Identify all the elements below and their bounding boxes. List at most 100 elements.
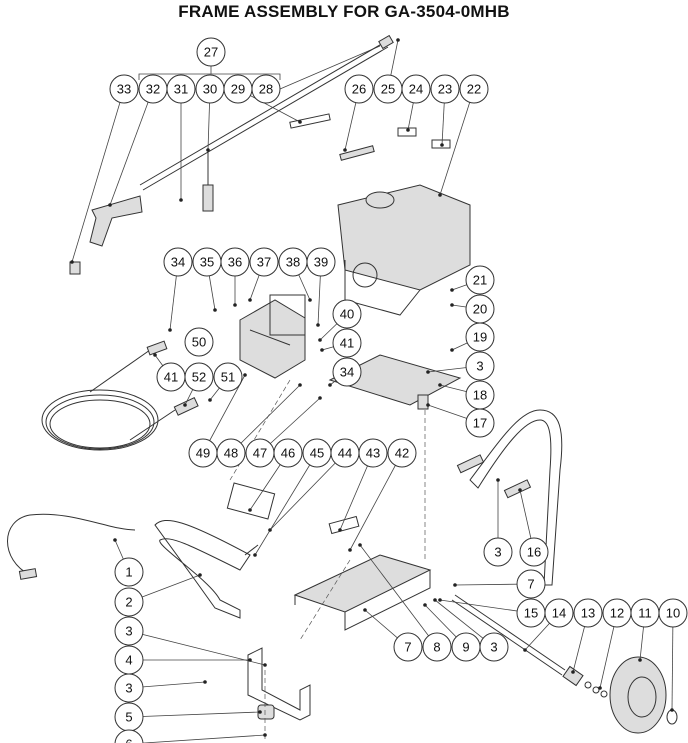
leader-dot [316, 323, 320, 327]
leader-dot [258, 710, 262, 714]
callout-circle [344, 74, 374, 104]
callout-number: 24 [409, 82, 423, 97]
callout-circle [109, 74, 139, 104]
callout-number: 28 [259, 82, 273, 97]
callout-33: 33 [109, 74, 139, 104]
callout-14: 14 [544, 598, 574, 628]
leader-dot [263, 663, 267, 667]
callout-number: 41 [164, 370, 178, 385]
callout-circle [114, 587, 144, 617]
callout-circle [387, 438, 417, 468]
callout-number: 4 [125, 653, 132, 668]
callout-2: 2 [114, 587, 144, 617]
callout-circle [184, 362, 214, 392]
leader-dot [233, 303, 237, 307]
callout-18: 18 [465, 380, 495, 410]
leader-dot [426, 403, 430, 407]
callout-number: 37 [257, 255, 271, 270]
leader-dot [328, 383, 332, 387]
callout-49: 49 [188, 438, 218, 468]
callout-number: 20 [473, 302, 487, 317]
leader-line [439, 88, 475, 196]
callout-number: 51 [221, 370, 235, 385]
leader-dot [450, 303, 454, 307]
callout-number: 3 [125, 624, 132, 639]
callout-23: 23 [430, 74, 460, 104]
callout-circle [465, 265, 495, 295]
engine-plate [328, 354, 462, 410]
leader-dot [308, 298, 312, 302]
callout-number: 18 [473, 388, 487, 403]
callout-3: 3 [114, 673, 144, 703]
leader-dot [153, 353, 157, 357]
leader-dot [108, 203, 112, 207]
callout-13: 13 [573, 598, 603, 628]
callout-5: 5 [114, 702, 144, 732]
callout-circle [114, 729, 144, 743]
spray-gun [89, 195, 143, 247]
leader-dot [268, 528, 272, 532]
callout-10: 10 [658, 598, 688, 628]
callout-number: 40 [340, 307, 354, 322]
leader-dot [438, 383, 442, 387]
callout-circle [465, 408, 495, 438]
callout-34: 34 [332, 357, 362, 387]
leader-dot [298, 120, 302, 124]
callout-39: 39 [306, 247, 336, 277]
callout-29: 29 [223, 74, 253, 104]
callout-4: 4 [114, 645, 144, 675]
callout-circle [459, 74, 489, 104]
leader-dot [453, 583, 457, 587]
bypass-hose [7, 513, 136, 580]
leader-dot [248, 508, 252, 512]
callout-9: 9 [451, 632, 481, 662]
callout-number: 11 [638, 606, 652, 621]
leader-dot [198, 573, 202, 577]
callout-27: 27 [196, 37, 226, 67]
callout-32: 32 [138, 74, 168, 104]
callout-circle [114, 616, 144, 646]
callout-21: 21 [465, 265, 495, 295]
callout-number: 34 [340, 365, 354, 380]
leader-dot [263, 733, 267, 737]
leader-dot [208, 398, 212, 402]
callout-25: 25 [373, 74, 403, 104]
leader-dot [318, 338, 322, 342]
leader-dot [440, 143, 444, 147]
engine [337, 127, 471, 316]
callout-circle [658, 598, 688, 628]
leader-dot [450, 348, 454, 352]
frame-handle [154, 519, 259, 619]
callout-circle [114, 557, 144, 587]
leader-dot [213, 308, 217, 312]
leader-dot [183, 403, 187, 407]
leader-dot [320, 348, 324, 352]
callout-circle [184, 327, 214, 357]
callout-3: 3 [465, 351, 495, 381]
callout-number: 50 [192, 335, 206, 350]
group-bracket-27 [138, 45, 381, 90]
rear-handle [456, 409, 563, 586]
callout-51: 51 [213, 362, 243, 392]
leader-dot [406, 128, 410, 132]
callout-number: 41 [340, 336, 354, 351]
callout-3: 3 [114, 616, 144, 646]
callout-19: 19 [465, 322, 495, 352]
callout-circle [483, 537, 513, 567]
callout-31: 31 [166, 74, 196, 104]
leader-dot [248, 298, 252, 302]
callout-number: 44 [338, 446, 352, 461]
callout-number: 49 [196, 446, 210, 461]
leader-dot [113, 538, 117, 542]
wheel [609, 656, 667, 734]
leader-dot [438, 598, 442, 602]
callout-number: 15 [524, 606, 538, 621]
leader-dot [598, 686, 602, 690]
leader-dot [248, 658, 252, 662]
callout-number: 3 [125, 681, 132, 696]
callout-47: 47 [245, 438, 275, 468]
callout-number: 5 [125, 710, 132, 725]
callout-number: 43 [366, 446, 380, 461]
callout-40: 40 [332, 299, 362, 329]
callout-8: 8 [422, 632, 452, 662]
